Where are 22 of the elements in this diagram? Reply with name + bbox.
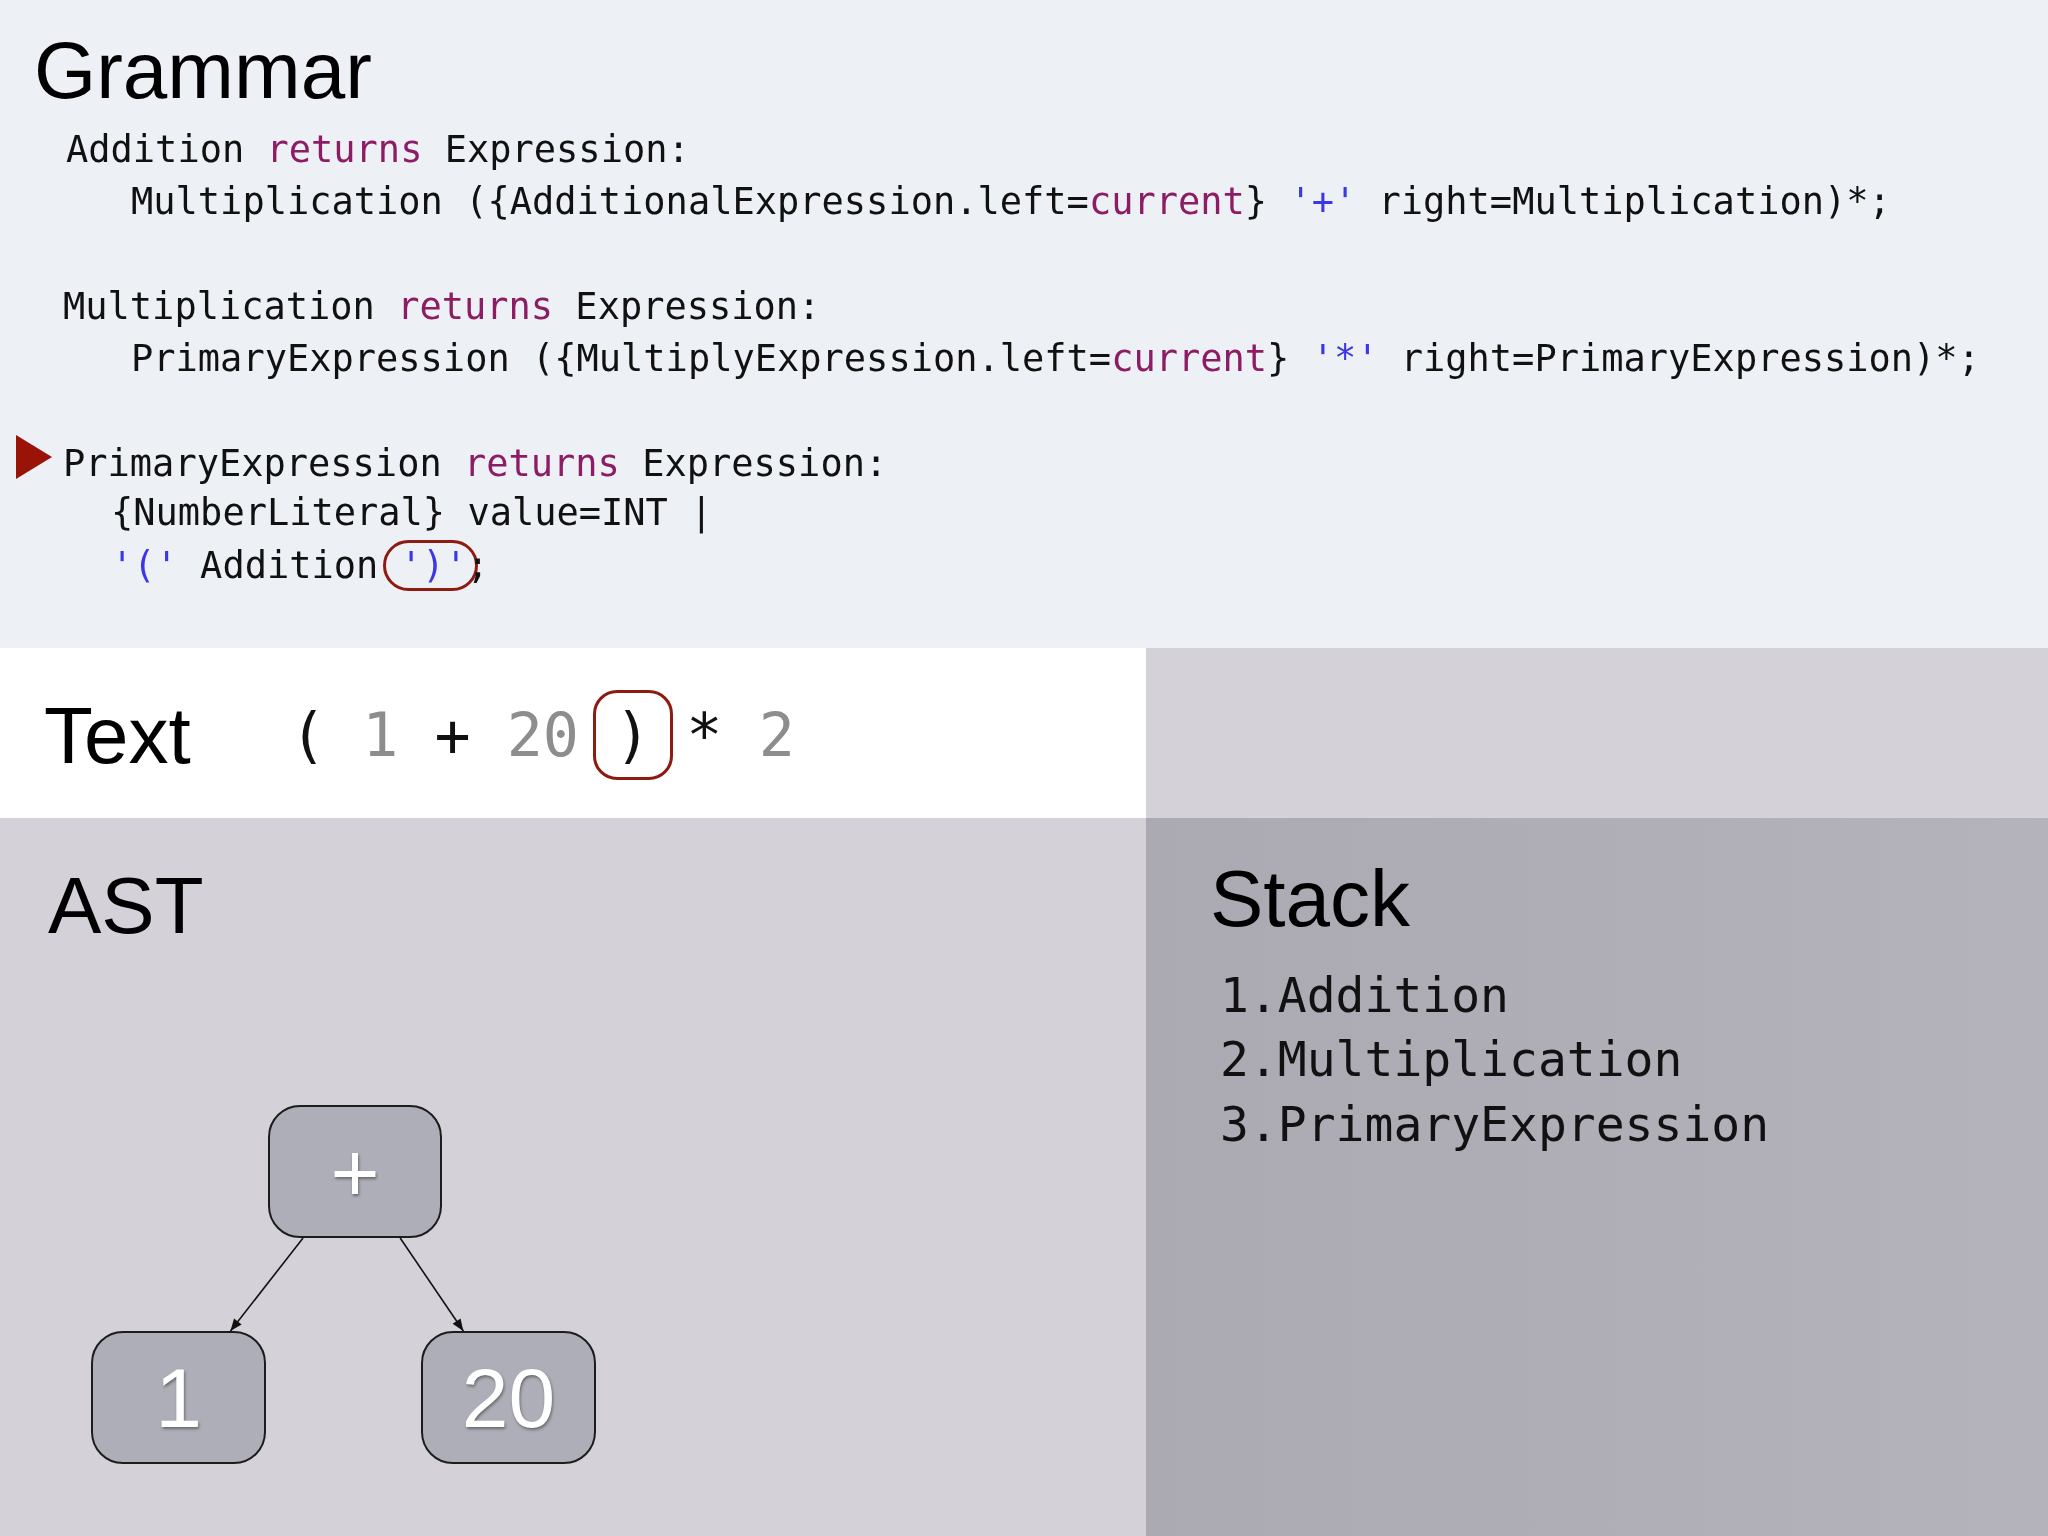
panel-heading: Stack xyxy=(1210,853,1411,945)
input-expression: ( 1 + 20 ) * 2 xyxy=(290,689,795,781)
code-line: {NumberLiteral} value=INT | xyxy=(111,490,713,536)
code-line: PrimaryExpression returns Expression: xyxy=(63,441,888,487)
stack-panel xyxy=(1146,818,2048,1536)
code-line: PrimaryExpression ({MultiplyExpression.left=current} '*' right=PrimaryExpression)*; xyxy=(131,336,1980,382)
panel-heading: AST xyxy=(48,860,204,952)
code-line: Multiplication returns Expression: xyxy=(63,284,821,330)
list-item: 2.Multiplication xyxy=(1220,1030,1683,1089)
panel-heading: Grammar xyxy=(34,25,372,117)
grammar-panel xyxy=(0,0,2048,648)
tree-node: + xyxy=(268,1105,442,1238)
text-panel xyxy=(0,648,1146,818)
list-item: 1.Addition xyxy=(1220,966,1509,1025)
panel-heading: Text xyxy=(44,690,191,782)
list-item: 3.PrimaryExpression xyxy=(1220,1095,1770,1154)
arrow xyxy=(229,1237,304,1332)
arrow xyxy=(399,1237,465,1332)
code-line: Addition returns Expression: xyxy=(66,127,690,173)
tree-node: 1 xyxy=(91,1331,266,1464)
code-line: Multiplication ({AdditionalExpression.left=current} '+' right=Multiplication)*; xyxy=(131,179,1891,225)
tree-node: 20 xyxy=(421,1331,596,1464)
